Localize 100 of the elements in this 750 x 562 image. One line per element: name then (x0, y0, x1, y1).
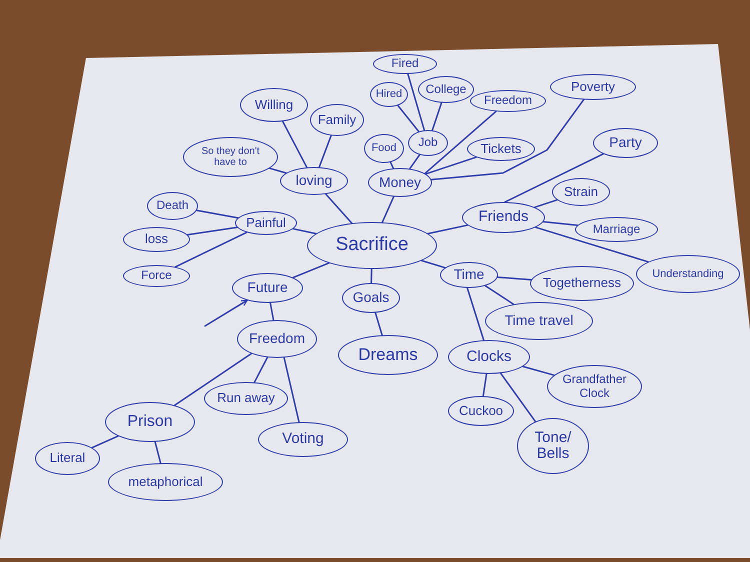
connector-line (325, 193, 353, 224)
connector-line (504, 153, 604, 203)
node-label: Willing (254, 98, 294, 112)
ellipse-node (235, 211, 297, 235)
node-label: Friends (478, 209, 529, 226)
node-label: Literal (50, 451, 86, 466)
ellipse-node (373, 54, 437, 74)
ellipse-node (307, 222, 437, 269)
node-label: Time travel (504, 313, 574, 329)
ellipse-node (448, 340, 530, 374)
node-label: loving (296, 173, 332, 189)
node-label: Hired (376, 88, 402, 101)
connector-line (427, 224, 468, 234)
connector-line (409, 154, 420, 170)
connector-line (174, 352, 252, 406)
ellipse-node (547, 365, 642, 408)
ellipse-node (123, 227, 190, 252)
connector-line (318, 134, 332, 168)
connector-line (466, 287, 484, 341)
node-label: Force (141, 269, 172, 283)
ellipse-node (310, 104, 364, 136)
ellipse-node (108, 463, 223, 501)
connector-line (482, 373, 488, 397)
connector-line (534, 199, 558, 208)
node-label: Goals (352, 290, 390, 306)
connector-line (500, 372, 536, 422)
ellipse-node (550, 74, 636, 100)
connector-line (370, 268, 372, 284)
connector-line (154, 441, 162, 464)
connector-line (283, 356, 300, 423)
ellipse-node (105, 402, 195, 442)
node-label: Family (318, 112, 356, 128)
node-label: Money (378, 174, 422, 190)
node-label: Poverty (570, 80, 616, 94)
ellipse-node (370, 82, 408, 107)
connector-line (424, 110, 497, 174)
ellipse-node (418, 76, 474, 103)
connector-line (542, 220, 578, 226)
node-label: Sacrifice (336, 235, 408, 256)
node-label: So they don't have to (200, 146, 261, 168)
ellipse-node (530, 266, 634, 301)
connector-line (186, 226, 238, 236)
ellipse-node (342, 283, 400, 313)
connector-line (484, 284, 514, 305)
node-label: Painful (246, 216, 286, 230)
ellipse-node (123, 265, 190, 287)
node-label: Strain (564, 184, 598, 200)
ellipse-node (364, 134, 404, 163)
connector-line (292, 228, 317, 234)
ellipse-node (408, 130, 448, 156)
connector-line (534, 226, 649, 263)
ellipse-node (240, 88, 308, 122)
node-label: Party (609, 135, 642, 151)
connector-line (496, 276, 532, 280)
ellipse-node (552, 178, 610, 206)
node-label: Time (454, 267, 484, 283)
connector-line (270, 302, 274, 321)
connector-line (432, 102, 442, 132)
node-label: metaphorical (128, 474, 203, 490)
node-label: Fired (391, 57, 419, 71)
connector-line (374, 312, 383, 336)
connector-line (382, 196, 394, 224)
connector-line (390, 161, 394, 170)
node-label: Freedom (248, 331, 306, 347)
node-label: Food (371, 142, 397, 155)
node-label: Tone/ Bells (534, 430, 572, 462)
connector-line (420, 260, 446, 268)
ellipse-node (575, 217, 658, 242)
node-label: Death (156, 199, 189, 213)
connector-line (91, 435, 119, 448)
ellipse-node (470, 90, 546, 112)
connector-line (292, 262, 330, 278)
ellipse-node (462, 202, 545, 233)
node-label: Future (247, 280, 288, 296)
node-label: Run away (217, 391, 275, 406)
ellipse-node (485, 302, 593, 340)
arrow (204, 300, 248, 327)
ellipse-node (440, 262, 498, 288)
node-label: Marriage (592, 222, 640, 236)
ellipse-node (338, 335, 438, 375)
connector-line (196, 210, 239, 219)
ellipse-node (467, 137, 535, 161)
ellipse-node (147, 192, 198, 220)
node-label: Tickets (480, 142, 522, 156)
ellipse-node (368, 168, 432, 197)
ellipse-node (636, 255, 740, 293)
ellipse-node (232, 273, 303, 303)
node-label: College (426, 82, 466, 96)
ellipse-node (448, 396, 514, 426)
ellipse-node (517, 418, 589, 474)
connector-line (268, 168, 287, 174)
connector-line (174, 232, 248, 268)
ellipse-node (204, 382, 288, 415)
connector-line (254, 356, 268, 384)
ellipse-node (35, 442, 100, 475)
node-label: Cuckoo (458, 404, 504, 418)
node-label: Grandfather Clock (561, 373, 628, 400)
connector-line (430, 98, 584, 180)
node-label: Dreams (358, 346, 418, 364)
node-label: Voting (282, 431, 324, 448)
